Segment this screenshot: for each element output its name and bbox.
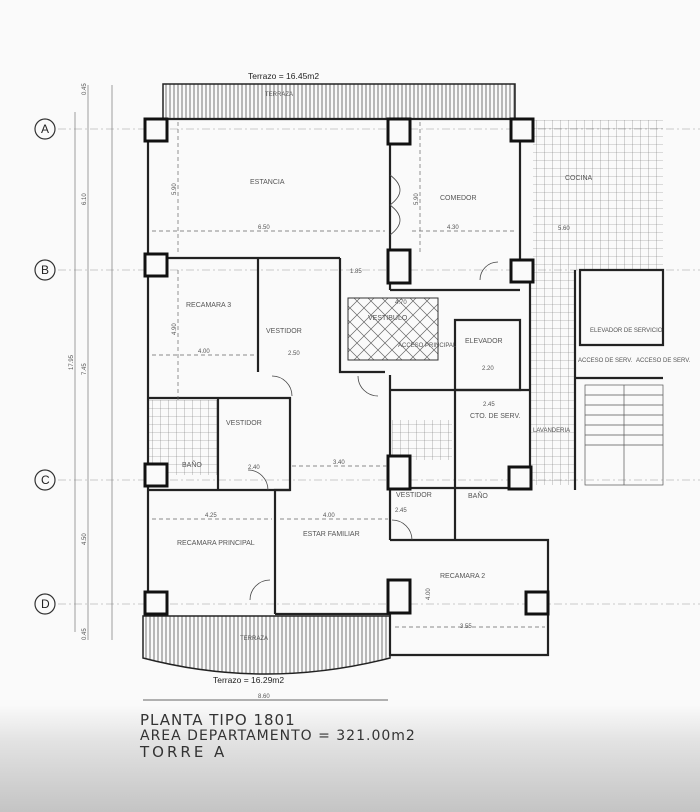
plan-caption: PLANTA TIPO 1801 AREA DEPARTAMENTO = 321… xyxy=(140,712,416,760)
bottom-fade xyxy=(0,705,700,812)
room-labels: ESTANCIA COMEDOR RECAMARA 3 VESTIDOR VES… xyxy=(177,175,691,580)
room-recamara-principal: RECAMARA PRINCIPAL xyxy=(177,540,255,547)
room-acceso-serv-1: ACCESO DE SERV. xyxy=(578,358,633,364)
room-vestidor-2: VESTIDOR xyxy=(226,420,262,427)
room-bano-2: BAÑO xyxy=(468,491,488,500)
dim-rec2-h: 4.00 xyxy=(426,588,432,600)
grid-bubble-b: B xyxy=(41,263,49,277)
dim-vestibulo: 4.70 xyxy=(395,300,407,306)
terrace-top-label: TERRAZA xyxy=(265,92,293,98)
dim-estancia-h: 5.90 xyxy=(172,183,178,195)
terrace-bottom xyxy=(142,615,391,675)
dim-cocina: 5.60 xyxy=(558,226,570,232)
room-vestidor-3: VESTIDOR xyxy=(396,492,432,499)
room-elevador: ELEVADOR xyxy=(465,338,503,345)
dim-total-w: 8.60 xyxy=(258,694,270,700)
room-elevador-servicio: ELEVADOR DE SERVICIO xyxy=(590,328,663,334)
door-swings xyxy=(247,174,499,601)
structural-columns xyxy=(143,117,550,616)
kitchen-tile xyxy=(533,120,663,270)
room-dimensions: 6.50 5.90 4.30 5.90 1.85 4.90 4.00 2.50 … xyxy=(143,183,570,701)
dim-rec3-h: 4.90 xyxy=(172,323,178,335)
room-vestidor-1: VESTIDOR xyxy=(266,328,302,335)
terrace-bottom-area: Terrazo = 16.29m2 xyxy=(213,675,284,685)
dim-cto: 2.45 xyxy=(483,402,495,408)
dim-ab: 6.10 xyxy=(82,193,88,205)
dim-cd: 4.50 xyxy=(82,533,88,545)
service-tile xyxy=(530,270,575,485)
dim-vest2: 2.40 xyxy=(248,465,260,471)
dim-estar2: 4.00 xyxy=(323,513,335,519)
terrace-top-area: Terrazo = 16.45m2 xyxy=(248,71,319,81)
terrace-bottom-label: TERRAZA xyxy=(240,636,268,642)
walls xyxy=(146,117,665,657)
dim-vest3: 2.45 xyxy=(395,508,407,514)
room-estar-familiar: ESTAR FAMILIAR xyxy=(303,531,360,538)
dim-top: 0.45 xyxy=(82,83,88,95)
dim-rec2-w: 3.55 xyxy=(460,624,472,630)
dim-total: 17.95 xyxy=(69,354,75,370)
dim-hall: 1.85 xyxy=(350,269,362,275)
terrace-labels: Terrazo = 16.45m2 TERRAZA Terrazo = 16.2… xyxy=(213,71,319,685)
room-acceso-principal: ACCESO PRINCIPAL xyxy=(398,343,457,349)
room-acceso-serv-2: ACCESO DE SERV. xyxy=(636,358,691,364)
room-vestibulo: VESTIBULO xyxy=(368,315,408,322)
grid-bubble-c: C xyxy=(41,473,50,487)
vestibulo-floor xyxy=(347,297,439,361)
dim-comedor-w: 4.30 xyxy=(447,225,459,231)
grid-bubbles xyxy=(34,118,56,615)
terrace-top xyxy=(162,83,516,120)
dim-rec3-w: 4.00 xyxy=(198,349,210,355)
room-cocina: COCINA xyxy=(565,175,593,182)
dim-bottom: 0.45 xyxy=(82,628,88,640)
room-comedor: COMEDOR xyxy=(440,195,477,202)
left-dimensions: 17.95 6.10 7.45 4.50 0.45 0.45 xyxy=(69,83,88,640)
room-estancia: ESTANCIA xyxy=(250,179,285,186)
service-stair xyxy=(584,384,664,486)
dim-vest1: 2.50 xyxy=(288,351,300,357)
caption-area: AREA DEPARTAMENTO = 321.00m2 xyxy=(140,728,416,744)
caption-tower: TORRE A xyxy=(140,743,228,761)
left-dimension-lines xyxy=(74,85,113,640)
dim-estancia-w: 6.50 xyxy=(258,225,270,231)
grid-bubble-d: D xyxy=(41,597,50,611)
room-recamara-3: RECAMARA 3 xyxy=(186,302,231,309)
room-dimension-lines xyxy=(152,122,545,628)
dim-bc: 7.45 xyxy=(82,363,88,375)
dim-comedor-h: 5.90 xyxy=(414,193,420,205)
room-lavanderia: LAVANDERIA xyxy=(533,428,570,434)
room-recamara-2: RECAMARA 2 xyxy=(440,573,485,580)
grid-bubble-a: A xyxy=(41,122,49,136)
dim-elev: 2.20 xyxy=(482,366,494,372)
bath2-tile xyxy=(392,420,452,460)
dim-rec-pr: 4.25 xyxy=(205,513,217,519)
caption-title: PLANTA TIPO 1801 xyxy=(140,711,296,729)
room-cto-serv: CTO. DE SERV. xyxy=(470,413,521,420)
room-bano-1: BAÑO xyxy=(182,460,202,469)
dim-estar1: 3.40 xyxy=(333,460,345,466)
